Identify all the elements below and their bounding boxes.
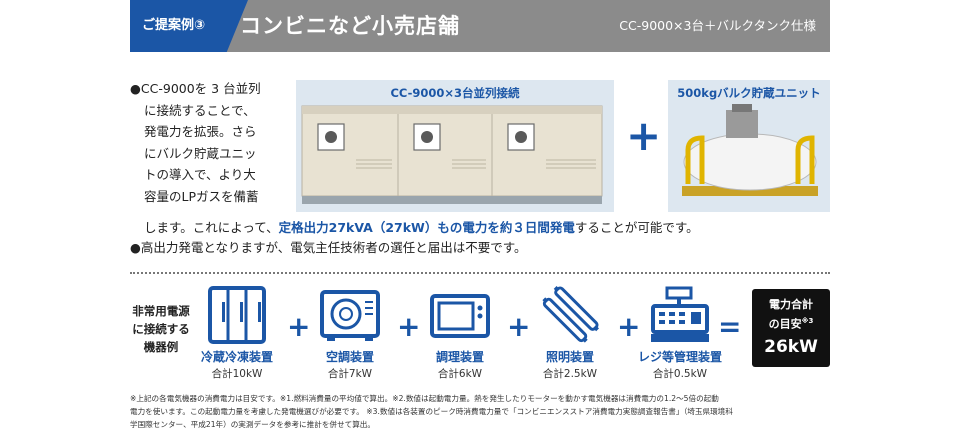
generators-photo: CC-9000×3台並列接続: [296, 80, 614, 212]
page-title: コンビニなど小売店舗: [240, 14, 460, 38]
device-name: 冷蔵冷凍装置: [200, 350, 273, 364]
generators-photo-label: CC-9000×3台並列接続: [390, 86, 520, 100]
equals-operator: =: [718, 310, 742, 343]
footnotes: ※上記の各電気機器の消費電力は目安です。※1.燃料消費量の平均値で算出。※2.数…: [130, 392, 830, 431]
refrigerator-icon: [208, 286, 266, 344]
generator-units-illustration: [301, 105, 603, 204]
device-power: 合計6kW: [437, 368, 483, 380]
device-name: 照明装置: [545, 350, 594, 364]
devices-label-line: 非常用電源: [132, 304, 190, 318]
total-label-text: の目安: [768, 317, 802, 331]
cash-register-icon: [651, 286, 709, 342]
section-divider: [130, 272, 830, 274]
tank-photo: 500kgバルク貯蔵ユニット: [668, 80, 830, 212]
total-power-box: 電力合計 の目安※3 26kW: [752, 289, 830, 367]
desc-line: ●CC-9000を 3 台並列: [130, 81, 261, 96]
plus-operator: +: [507, 310, 531, 343]
device-power: 合計2.5kW: [542, 368, 598, 380]
total-note-mark: ※3: [801, 317, 814, 325]
desc-line: トの導入で、より大: [144, 167, 256, 182]
device-power: 合計7kW: [327, 368, 373, 380]
device-power: 合計10kW: [211, 368, 263, 380]
desc-tail-after: することが可能です。: [574, 220, 699, 235]
desc-line: 容量のLPガスを備蓄: [144, 188, 259, 204]
footnote-line: 学国際センター、平成21年）の実測データを参考に推計を併せて算出。: [130, 420, 375, 429]
device-air-conditioning: 空調装置 合計7kW: [300, 286, 400, 381]
tank-photo-label: 500kgバルク貯蔵ユニット: [677, 86, 821, 100]
total-label-line1: 電力合計: [769, 298, 813, 311]
footnote-line: 電力を使います。この起動電力量を考慮した発電機選びが必要です。 ※3.数値は各装…: [130, 407, 733, 416]
description-full-lines: します。これによって、定格出力27kVA（27kW）もの電力を約３日間発電するこ…: [130, 218, 830, 258]
description-column: ●CC-9000を 3 台並列 に接続することで、 発電力を拡張。さら にバルク…: [130, 78, 290, 207]
desc-tail-before: します。これによって、: [144, 220, 279, 235]
bulk-tank-illustration: [682, 104, 818, 196]
desc-line: 発電力を拡張。さら: [144, 124, 257, 139]
microwave-icon: [430, 294, 490, 338]
devices-label: 非常用電源 に接続する 機器例: [130, 302, 192, 356]
device-lighting: 照明装置 合計2.5kW: [520, 286, 620, 381]
air-conditioner-icon: [320, 290, 380, 341]
total-power-value: 26kW: [764, 336, 818, 357]
device-name: 調理装置: [435, 350, 484, 364]
devices-label-line: に接続する: [132, 322, 190, 336]
device-refrigeration: 冷蔵冷凍装置 合計10kW: [187, 286, 287, 381]
desc-line: に接続することで、: [144, 102, 256, 118]
device-register: レジ等管理装置 合計0.5kW: [630, 286, 730, 381]
device-cooking: 調理装置 合計6kW: [410, 286, 510, 381]
spec-label: CC-9000×3台＋バルクタンク仕様: [619, 18, 816, 33]
page-header: ご提案例③ コンビニなど小売店舗 CC-9000×3台＋バルクタンク仕様: [130, 0, 830, 52]
device-name: レジ等管理装置: [637, 350, 722, 364]
plus-operator: +: [287, 310, 311, 343]
fluorescent-light-icon: [542, 286, 599, 343]
desc-bullet2: ●高出力発電となりますが、電気主任技術者の選任と届出は不要です。: [130, 240, 527, 255]
footnote-line: ※上記の各電気機器の消費電力は目安です。※1.燃料消費量の平均値で算出。※2.数…: [130, 394, 719, 403]
plus-operator: +: [617, 310, 641, 343]
plus-sign: +: [626, 111, 662, 160]
plus-operator: +: [397, 310, 421, 343]
device-name: 空調装置: [325, 350, 374, 364]
desc-highlight: 定格出力27kVA（27kW）もの電力を約３日間発電: [278, 220, 575, 235]
desc-line: にバルク貯蔵ユニッ: [144, 145, 257, 161]
total-label-line2: の目安※3: [752, 313, 830, 333]
proposal-tag: ご提案例③: [130, 0, 248, 52]
device-power: 合計0.5kW: [652, 368, 708, 380]
devices-label-line: 機器例: [143, 340, 179, 354]
